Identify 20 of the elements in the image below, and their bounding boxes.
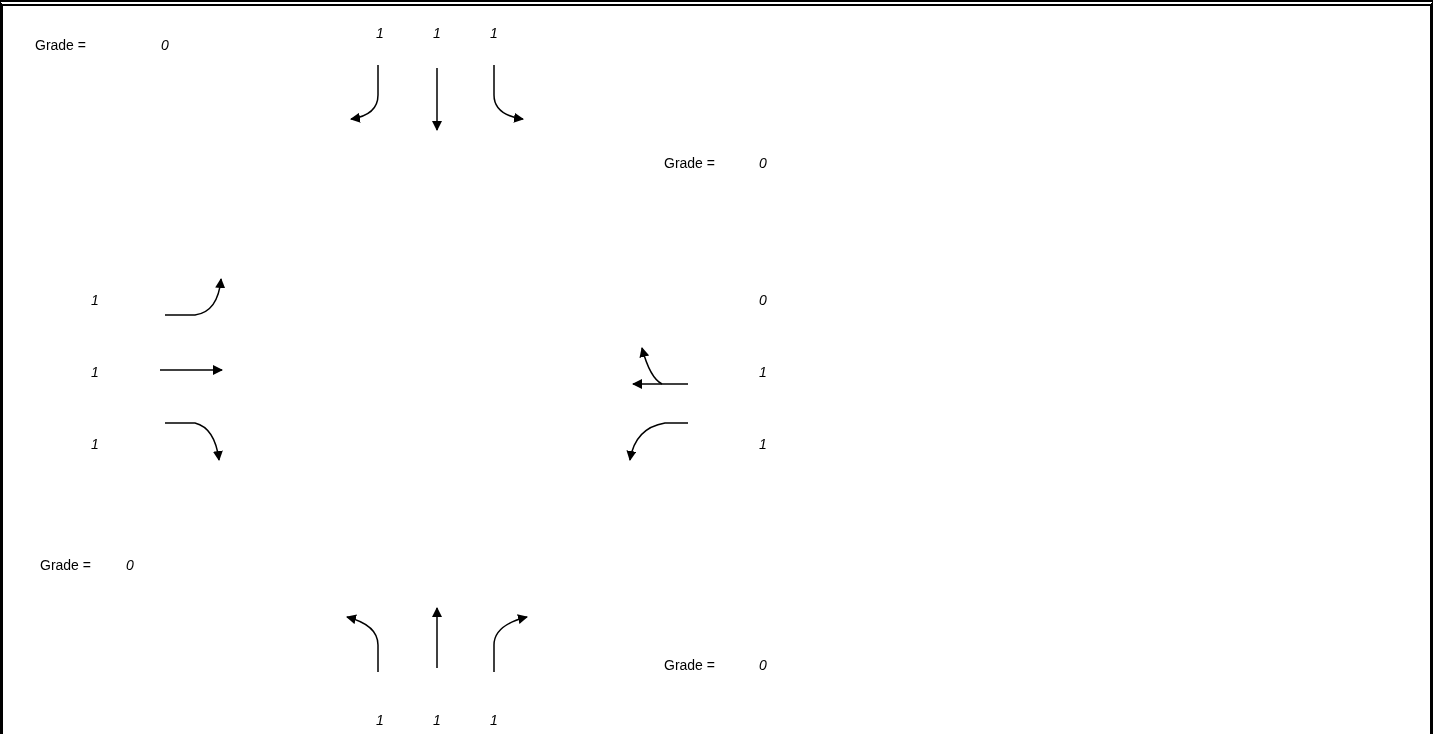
lane-count: 1 xyxy=(91,292,99,308)
lane-count: 1 xyxy=(376,25,384,41)
grade-label: Grade = xyxy=(40,557,91,573)
lane-count: 1 xyxy=(433,712,441,728)
grade-value: 0 xyxy=(126,557,134,573)
lane-count: 1 xyxy=(759,364,767,380)
grade-label: Grade = xyxy=(664,657,715,673)
lane-count: 1 xyxy=(490,712,498,728)
lane-count: 1 xyxy=(91,436,99,452)
lane-count: 1 xyxy=(433,25,441,41)
lane-count: 0 xyxy=(759,292,767,308)
grade-value: 0 xyxy=(759,155,767,171)
lane-count: 1 xyxy=(490,25,498,41)
grade-label: Grade = xyxy=(664,155,715,171)
lane-count: 1 xyxy=(91,364,99,380)
lane-count: 1 xyxy=(759,436,767,452)
lane-count: 1 xyxy=(376,712,384,728)
grade-value: 0 xyxy=(759,657,767,673)
grade-label: Grade = xyxy=(35,37,86,53)
grade-value: 0 xyxy=(161,37,169,53)
